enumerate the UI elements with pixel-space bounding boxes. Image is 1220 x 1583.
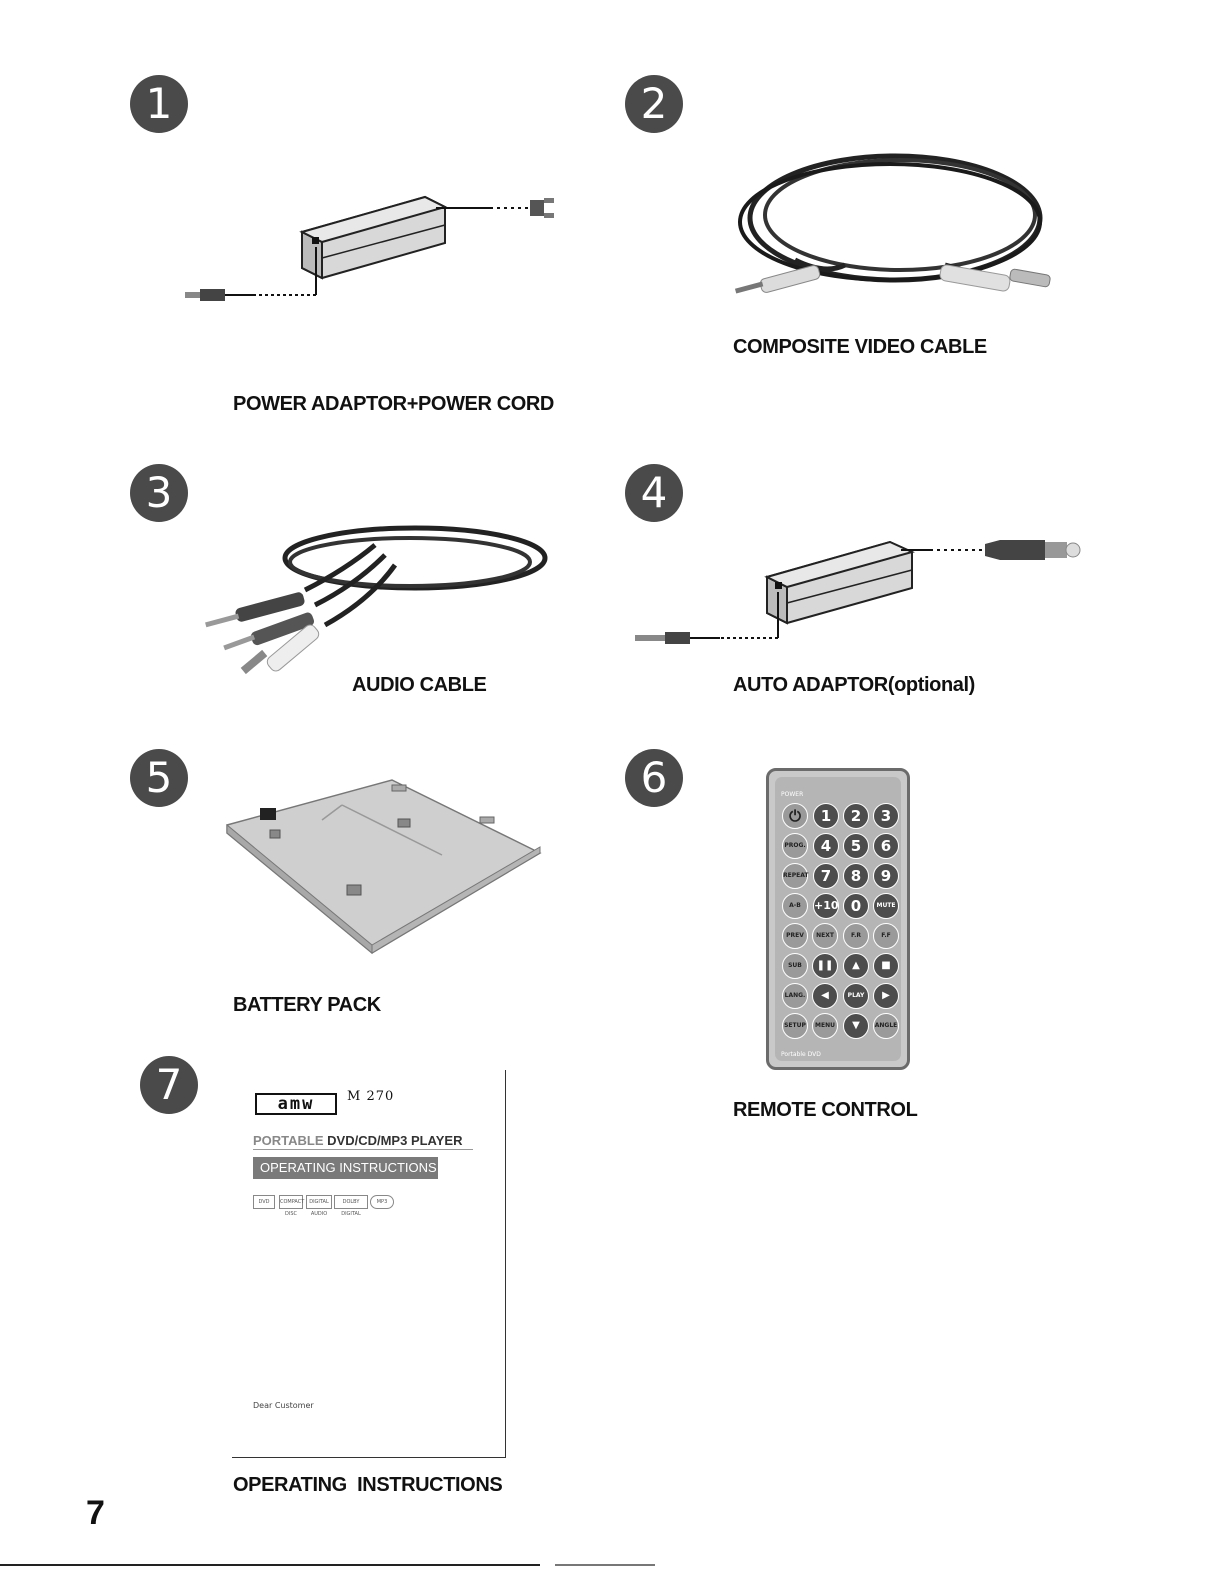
item-label-audio-cable: AUDIO CABLE — [352, 674, 487, 696]
item-number-6: 6 — [625, 749, 683, 807]
compact-disc-logo: COMPACT DISC — [279, 1195, 304, 1217]
mp3-logo: MP3 — [370, 1195, 394, 1209]
dvd-logo: DVD — [253, 1195, 275, 1209]
power-adaptor-illustration — [185, 195, 554, 301]
remote-key-setup: SETUP — [782, 1013, 808, 1039]
item-number-7: 7 — [140, 1056, 198, 1114]
remote-key-prog: PROG. — [782, 833, 808, 859]
manual-product-light: PORTABLE — [253, 1133, 328, 1148]
bottom-rule-fragment — [555, 1564, 655, 1566]
remote-footer-text: Portable DVD — [781, 1051, 821, 1058]
remote-key-7: 7 — [813, 863, 839, 889]
remote-control-illustration: POWER ⏻ 1 2 3 PROG. 4 5 6 REPEAT 7 8 9 A… — [766, 768, 910, 1070]
page-number: 7 — [86, 1494, 105, 1532]
audio-cable-illustration — [205, 525, 548, 675]
remote-key-angle: ANGLE — [873, 1013, 899, 1039]
remote-key-a-b: A-B — [782, 893, 808, 919]
remote-key-prev: PREV — [782, 923, 808, 949]
manual-product-line: PORTABLE DVD/CD/MP3 PLAYER — [253, 1133, 462, 1148]
remote-key-repeat: REPEAT — [782, 863, 809, 889]
remote-key-mute: MUTE — [873, 893, 899, 919]
remote-key-0: 0 — [843, 893, 869, 919]
item-number-2: 2 — [625, 75, 683, 133]
remote-pause-icon: ❚❚ — [812, 953, 838, 979]
item-label-auto-adaptor: AUTO ADAPTOR(optional) — [733, 674, 975, 696]
remote-key-subtitle: SUB TITLE — [782, 953, 808, 993]
remote-down-icon: ▼ — [843, 1013, 869, 1039]
remote-key-4: 4 — [813, 833, 839, 859]
remote-up-icon: ▲ — [843, 953, 869, 979]
battery-pack-illustration — [226, 779, 542, 955]
remote-key-menu: MENU — [812, 1013, 838, 1039]
bottom-rule — [0, 1564, 540, 1566]
item-label-remote-control: REMOTE CONTROL — [733, 1099, 918, 1121]
remote-key-3: 3 — [873, 803, 899, 829]
manual-title-box: OPERATING INSTRUCTIONS — [253, 1157, 438, 1179]
remote-key-lang: LANG. — [782, 983, 808, 1009]
remote-key-ff: F.F — [873, 923, 899, 949]
item-number-5: 5 — [130, 749, 188, 807]
remote-key-2: 2 — [843, 803, 869, 829]
manual-letter-greeting: Dear Customer — [253, 1401, 314, 1410]
remote-key-1: 1 — [813, 803, 839, 829]
item-label-composite-video-cable: COMPOSITE VIDEO CABLE — [733, 336, 987, 358]
composite-video-cable-illustration — [734, 153, 1051, 294]
dolby-digital-logo: DOLBY DIGITAL — [334, 1195, 368, 1217]
remote-left-icon: ◀ — [812, 983, 838, 1009]
remote-right-icon: ▶ — [873, 983, 899, 1009]
item-number-1: 1 — [130, 75, 188, 133]
remote-stop-icon: ■ — [873, 953, 899, 979]
remote-key-next: NEXT — [812, 923, 838, 949]
item-number-4: 4 — [625, 464, 683, 522]
item-label-operating-instructions: OPERATING INSTRUCTIONS — [233, 1474, 503, 1496]
remote-key-8: 8 — [843, 863, 869, 889]
item-number-3: 3 — [130, 464, 188, 522]
manual-model: M 270 — [347, 1089, 395, 1104]
remote-key-plus10: +10 — [813, 893, 839, 919]
remote-key-play: PLAY — [843, 983, 869, 1009]
remote-key-5: 5 — [843, 833, 869, 859]
remote-key-6: 6 — [873, 833, 899, 859]
remote-power-label: POWER — [781, 791, 804, 798]
remote-key-fr: F.R — [843, 923, 869, 949]
manual-product-rule — [253, 1149, 473, 1150]
manual-product-bold: DVD/CD/MP3 PLAYER — [327, 1133, 463, 1148]
remote-key-9: 9 — [873, 863, 899, 889]
item-label-battery-pack: BATTERY PACK — [233, 994, 381, 1016]
remote-power-icon: ⏻ — [782, 803, 808, 829]
manual-cover-edge — [505, 1070, 506, 1458]
item-label-power-adaptor: POWER ADAPTOR+POWER CORD — [233, 393, 554, 415]
digital-audio-logo: DIGITAL AUDIO — [306, 1195, 332, 1217]
manual-cover-bottom-edge — [232, 1457, 506, 1458]
amw-logo: amw — [255, 1093, 337, 1115]
auto-adaptor-illustration — [635, 540, 1081, 644]
manual-letter: Dear Customer — [253, 1401, 314, 1410]
